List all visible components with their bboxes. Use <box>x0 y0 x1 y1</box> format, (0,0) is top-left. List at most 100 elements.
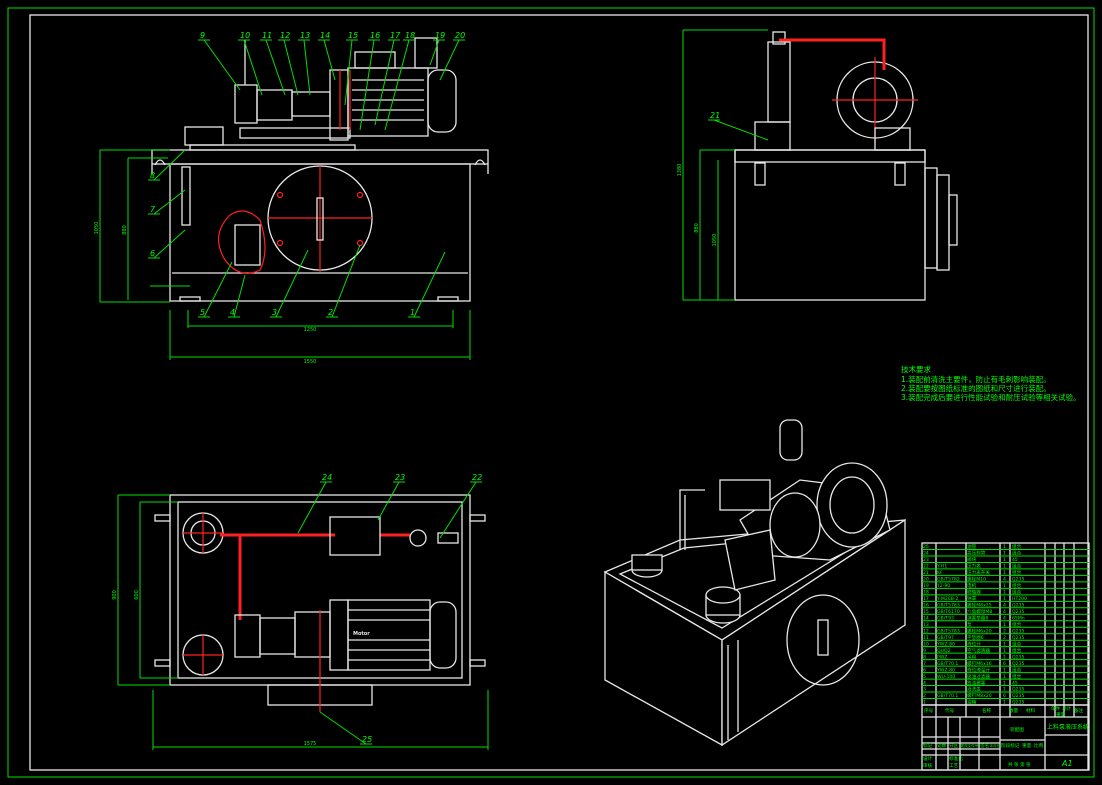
balloon-leader <box>331 244 361 318</box>
cell-qty: 1 <box>1003 641 1006 647</box>
cell-no: 8 <box>923 654 926 660</box>
cell-qty: 1 <box>1003 570 1006 576</box>
cell-no: 24 <box>923 551 929 557</box>
tech-req-item: 2.装配要按图纸标准的图纸和尺寸进行装配。 <box>901 383 1051 393</box>
cell-no: 17 <box>923 596 929 602</box>
dimension-value: 1050 <box>712 234 718 247</box>
title-block: 序号 代号 名称 数量 材料 单件 总计 重量 备注 装配图 上料泵液压系统 标… <box>921 704 1090 771</box>
dimension-value: 1380 <box>677 164 683 177</box>
balloon-leader <box>303 39 311 96</box>
cell-name: 螺栓M6x20 <box>967 627 992 634</box>
cell-mat: 65Mn <box>1012 615 1025 621</box>
balloon-leader <box>359 39 375 131</box>
header-remark: 备注 <box>1074 707 1084 714</box>
cell-mat: 组合 <box>1012 673 1022 680</box>
balloon-leader <box>265 39 286 96</box>
cell-mat: Q235 <box>1012 577 1024 583</box>
balloon-number: 10 <box>240 31 250 40</box>
cell-mat: Q235 <box>1012 609 1024 615</box>
dimension-value: 1050 <box>94 222 100 235</box>
technical-requirements: 技术要求 1.装配前清洗主要件，防止有毛刺影响装配。 2.装配要按图纸标准的图纸… <box>901 364 1081 402</box>
cell-no: 21 <box>923 570 929 576</box>
cell-code: Y-M20B-2 <box>936 596 959 602</box>
dimension-value: 900 <box>112 590 118 600</box>
sheet-size: A1 <box>1061 759 1073 768</box>
cell-name: 压力表 <box>967 563 981 570</box>
cell-qty: 1 <box>1003 557 1006 563</box>
cell-qty: 1 <box>1003 674 1006 680</box>
cell-name: 吊钩 <box>967 653 977 660</box>
tech-req-title: 技术要求 <box>901 364 931 374</box>
balloon-leader <box>203 261 233 318</box>
balloon-leader <box>374 39 395 126</box>
drawing-title: 上料泵液压系统 <box>1047 723 1089 731</box>
cell-mat: Q235 <box>1012 603 1024 609</box>
tb-standard: 标准化 <box>949 755 963 762</box>
dimension-value: 1575 <box>304 741 317 747</box>
cell-name: 液位液温计 <box>967 666 990 673</box>
balloon-leader <box>439 481 477 539</box>
balloon-number: 12 <box>280 31 290 40</box>
cell-no: 5 <box>923 674 926 680</box>
balloon-number: 13 <box>300 31 310 40</box>
cell-code: Y2-90 <box>936 583 950 589</box>
dimension-value: 1250 <box>304 327 317 333</box>
tb-scale: 比例 <box>1034 742 1044 749</box>
cell-no: 22 <box>923 564 929 570</box>
balloon-number: 17 <box>390 31 401 40</box>
cell-code: GB/T70.1 <box>937 693 958 699</box>
cell-name: 螺钉M6x16 <box>967 660 992 667</box>
cell-no: 10 <box>923 641 929 647</box>
balloon-number: 14 <box>320 31 330 40</box>
cell-qty: 1 <box>1003 680 1006 686</box>
cell-mat: 组合 <box>1012 543 1022 550</box>
tb-sign: 签名 <box>980 742 989 749</box>
cell-mat: 组合 <box>1012 647 1022 654</box>
tb-mark: 标记 <box>923 742 933 749</box>
header-name: 名称 <box>982 707 992 714</box>
balloon-number: 11 <box>262 31 272 40</box>
cell-code: WU-100 <box>937 674 955 680</box>
balloon-leader <box>439 39 460 81</box>
cell-qty: 1 <box>1003 544 1006 550</box>
balloon-number: 19 <box>435 31 445 40</box>
cell-no: 6 <box>923 667 926 673</box>
header-total: 总计 <box>1062 705 1072 712</box>
cell-qty: 6 <box>1003 661 1006 667</box>
tb-check: 审核 <box>923 762 933 769</box>
balloon-leader <box>283 39 299 96</box>
cell-qty: 1 <box>1003 564 1006 570</box>
side-view <box>682 29 958 301</box>
cell-no: 1 <box>923 700 926 706</box>
cell-no: 19 <box>923 583 929 589</box>
dimension-value: 600 <box>134 590 140 600</box>
cell-mat: Q235 <box>1012 635 1024 641</box>
cell-no: 20 <box>923 577 929 583</box>
tech-req-item: 3.装配完成后要进行性能试验和耐压试验等相关试验。 <box>901 392 1081 402</box>
cell-no: 12 <box>923 628 929 634</box>
tb-zone: 分区 <box>949 742 959 749</box>
tb-date: 年月日 <box>990 743 1000 748</box>
cell-name: 联轴器 <box>967 589 981 596</box>
balloon-number: 4 <box>230 308 235 317</box>
outer-border <box>7 7 1095 778</box>
inner-frame <box>29 14 1089 771</box>
balloon-leader <box>323 39 336 81</box>
cell-name: 空气滤清器 <box>967 647 990 654</box>
cell-mat: Q235 <box>1012 661 1024 667</box>
cell-name: 油管 <box>967 543 977 550</box>
cell-name: 高压软管 <box>967 550 986 557</box>
balloon-leader <box>275 249 309 318</box>
cell-no: 25 <box>923 544 929 550</box>
balloon-leader <box>233 274 246 318</box>
tb-change: 更改文件号 <box>961 743 979 748</box>
cell-name: 阀块 <box>967 556 977 563</box>
cell-qty: 1 <box>1003 654 1006 660</box>
